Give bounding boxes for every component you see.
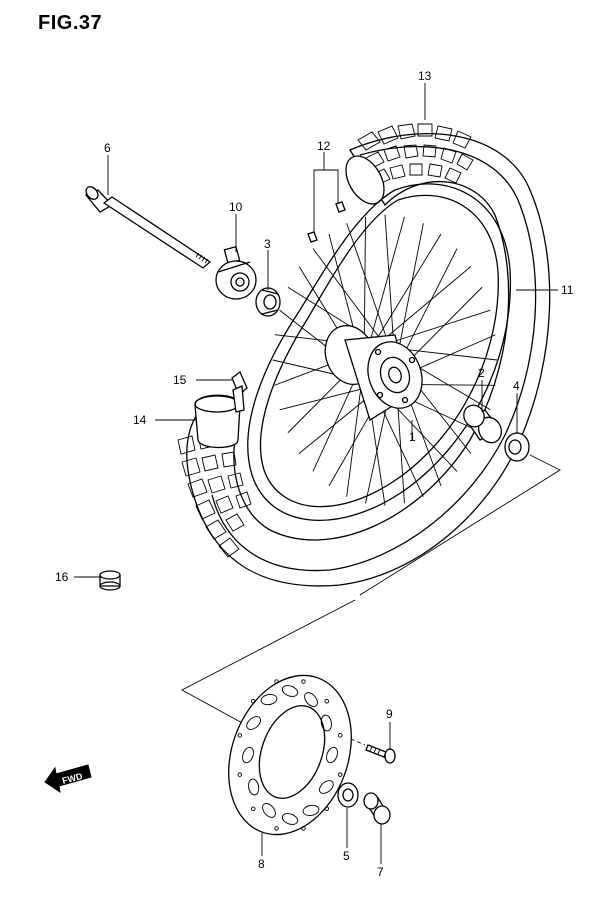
rim[interactable] <box>247 183 512 521</box>
disc-vent-hole <box>250 699 256 704</box>
disc-vent-hole <box>337 772 343 777</box>
disc-cutout <box>281 813 299 825</box>
spoke <box>384 214 395 352</box>
spoke <box>346 223 390 347</box>
tube-valve[interactable] <box>231 370 248 413</box>
oil-seal[interactable] <box>337 782 359 808</box>
callout-7: 7 <box>377 865 384 879</box>
disc-cutout <box>281 685 299 697</box>
spoke <box>385 309 491 345</box>
bearing-3[interactable] <box>255 287 281 317</box>
disc-cutouts <box>237 679 343 831</box>
callout-9: 9 <box>386 707 393 721</box>
disc-cutout <box>320 714 332 732</box>
spoke <box>397 248 458 366</box>
callout-15: 15 <box>173 373 187 387</box>
disc-vent-hole <box>337 733 343 738</box>
figure-title: FIG.37 <box>38 12 103 34</box>
disc-vent-hole <box>274 679 279 684</box>
callout-13: 13 <box>418 69 432 83</box>
disc-cutout <box>248 778 260 796</box>
spoke <box>279 385 375 411</box>
disc-vent-hole <box>237 733 243 738</box>
spoke <box>346 371 364 497</box>
callout-3: 3 <box>264 237 271 251</box>
disc-vent-hole <box>324 699 330 704</box>
callout-labels: 1 2 3 4 5 6 7 8 9 10 11 12 13 14 15 16 <box>55 69 574 879</box>
callout-14: 14 <box>133 413 147 427</box>
spoke <box>367 216 405 349</box>
disc-vent-hole <box>324 806 330 811</box>
spacer-2[interactable] <box>460 402 505 447</box>
disc-cutout <box>262 803 276 818</box>
spoke <box>396 223 424 359</box>
disc-vent-hole <box>274 826 279 831</box>
disc-cutout <box>326 746 338 764</box>
callout-4: 4 <box>513 379 520 393</box>
disc-cutout <box>302 804 320 816</box>
callout-12: 12 <box>317 139 331 153</box>
axle[interactable] <box>84 184 212 269</box>
disc-bolt[interactable] <box>365 744 396 764</box>
disc-cutout <box>319 780 334 794</box>
disc-vent-hole <box>237 772 243 777</box>
hub[interactable] <box>317 319 431 421</box>
spoke-nipples <box>307 201 346 243</box>
brake-disc[interactable] <box>207 658 372 852</box>
spoke <box>312 248 384 344</box>
callout-11: 11 <box>561 283 574 297</box>
callout-5: 5 <box>343 849 350 863</box>
spoke <box>363 216 366 355</box>
callout-16: 16 <box>55 570 69 584</box>
tube-cross-section <box>194 394 241 449</box>
disc-vent-hole <box>301 679 306 684</box>
tire-tread-top <box>357 123 474 186</box>
spoke <box>379 266 472 344</box>
disc-cutout <box>242 746 254 764</box>
disc-vent-hole <box>301 826 306 831</box>
disc-vent-hole <box>250 806 256 811</box>
callout-2: 2 <box>478 366 485 380</box>
disc-cutout <box>260 694 278 706</box>
spoke <box>372 233 442 345</box>
callout-8: 8 <box>258 857 265 871</box>
disc-cutout <box>246 716 261 730</box>
tire[interactable] <box>177 123 551 587</box>
bearing-4[interactable] <box>504 432 530 462</box>
leader-lines <box>74 83 558 864</box>
cap-16[interactable] <box>99 570 121 591</box>
speedometer-gearbox[interactable] <box>215 245 257 300</box>
callout-10: 10 <box>229 200 243 214</box>
disc-cutout <box>304 692 318 707</box>
callout-6: 6 <box>104 141 111 155</box>
spacer-7[interactable] <box>363 792 391 825</box>
callout-1: 1 <box>409 430 416 444</box>
forward-direction-arrow: FWD <box>44 764 92 794</box>
